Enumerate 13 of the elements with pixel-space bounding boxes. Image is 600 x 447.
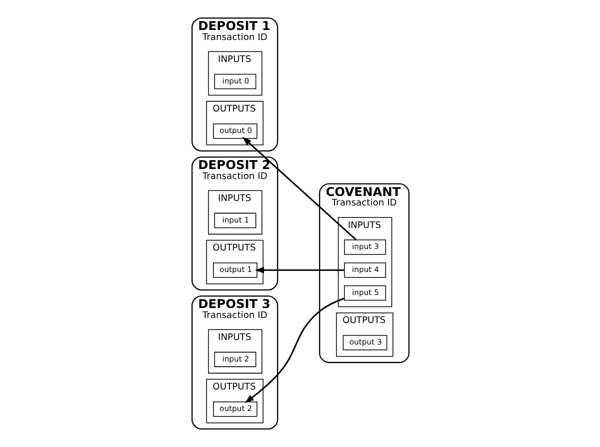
node-box: input 0 (214, 74, 256, 90)
node-box: output 1 (212, 262, 257, 278)
node-box: input 1 (214, 212, 256, 228)
node-box: input 3 (344, 240, 386, 255)
node-box: input 2 (214, 352, 256, 368)
arrow (244, 298, 344, 404)
arrow (254, 266, 344, 274)
node-box: input 5 (344, 285, 386, 301)
arrow (242, 136, 356, 240)
node-box: output 0 (212, 123, 257, 139)
node-box: output 2 (212, 401, 257, 417)
node-box: input 4 (344, 262, 386, 278)
node-box: output 3 (342, 335, 387, 350)
